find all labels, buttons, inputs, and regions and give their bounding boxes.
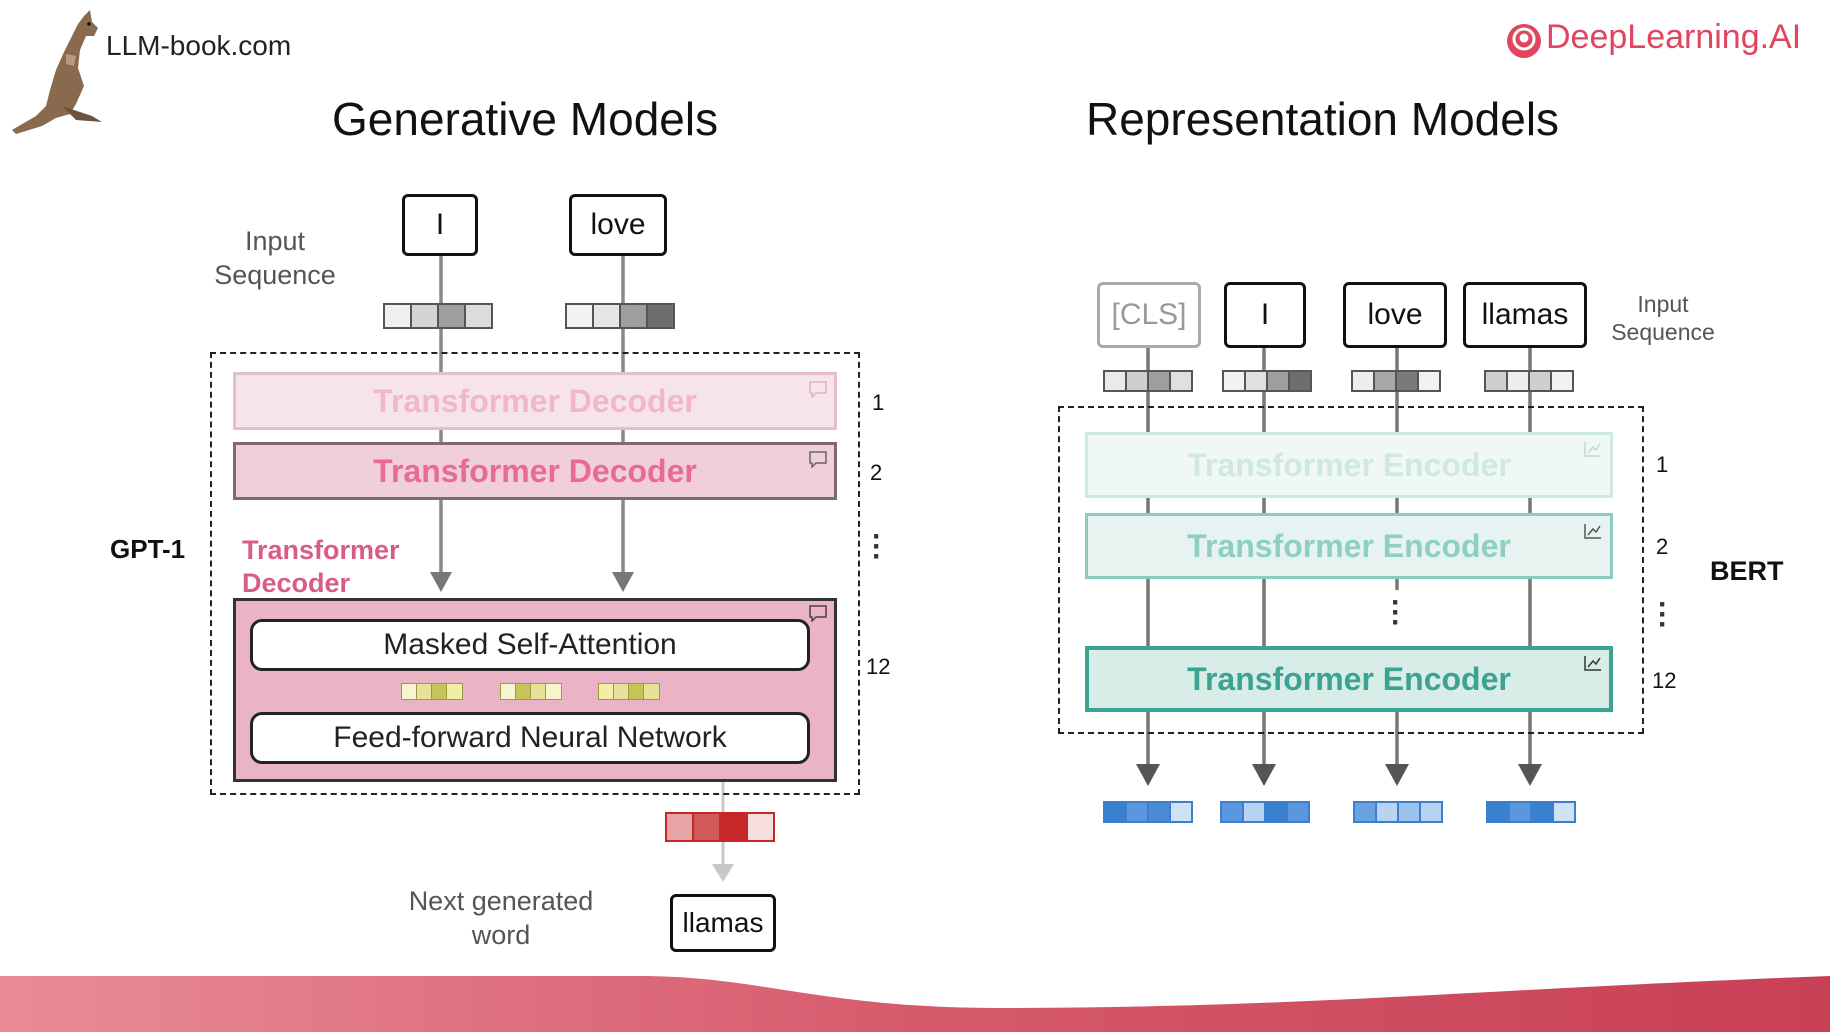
rep-encoder-layer-1: Transformer Encoder	[1085, 432, 1613, 498]
rep-embedding-i	[1222, 370, 1312, 392]
generative-heading: Generative Models	[332, 93, 719, 145]
deeplearning-logo-text: DeepLearning.AI	[1546, 18, 1802, 56]
gpt1-stack-frame	[210, 352, 860, 795]
footer-wave	[0, 976, 1830, 1032]
rep-token-i: I	[1224, 282, 1306, 348]
rep-output-love	[1353, 801, 1443, 823]
comment-icon	[809, 451, 827, 468]
bert-stack-frame	[1058, 406, 1644, 734]
site-name: LLM-book.com	[106, 30, 292, 61]
rep-layer-number-1: 1	[1656, 452, 1669, 477]
rep-output-cls	[1103, 801, 1193, 823]
gen-layer-ellipsis: ···	[872, 520, 882, 573]
attention-vector-1	[401, 683, 463, 700]
output-token-llamas: llamas	[670, 894, 776, 952]
gen-token-love: love	[569, 194, 667, 256]
attention-vector-2	[500, 683, 562, 700]
rep-embedding-llamas	[1484, 370, 1574, 392]
gen-token-i: I	[402, 194, 478, 256]
comment-icon	[809, 381, 827, 398]
rep-token-love: love	[1343, 282, 1447, 348]
masked-self-attention-block: Masked Self-Attention	[250, 619, 810, 671]
output-embedding	[665, 812, 775, 842]
representation-heading: Representation Models	[1086, 93, 1560, 145]
next-word-label: Next generated word	[408, 886, 594, 950]
kangaroo-icon	[12, 10, 102, 134]
rep-embedding-cls	[1103, 370, 1193, 392]
attention-vector-3	[598, 683, 660, 700]
rep-input-label: Input Sequence	[1611, 291, 1715, 345]
rep-token-cls: [CLS]	[1097, 282, 1201, 348]
feed-forward-block: Feed-forward Neural Network	[250, 712, 810, 764]
gpt1-label: GPT-1	[110, 534, 186, 564]
deeplearning-logo-icon	[1507, 24, 1541, 58]
gen-embedding-i	[383, 303, 493, 329]
gen-layer-number-2: 2	[870, 460, 883, 485]
chart-icon	[1584, 524, 1601, 539]
gen-layer-number-12: 12	[866, 654, 891, 679]
gen-decoder-layer-2: Transformer Decoder	[233, 442, 837, 500]
rep-encoder-layer-2: Transformer Encoder	[1085, 513, 1613, 579]
chart-icon	[1584, 656, 1601, 671]
decoder-block-caption: Transformer Decoder	[242, 535, 400, 598]
bert-label: BERT	[1710, 556, 1784, 586]
gen-layer-number-1: 1	[872, 390, 885, 415]
rep-middle-ellipsis: ···	[1391, 586, 1401, 639]
rep-encoder-layer-12: Transformer Encoder	[1085, 646, 1613, 712]
rep-embedding-love	[1351, 370, 1441, 392]
gen-input-label: Input Sequence	[214, 226, 336, 290]
rep-layer-ellipsis: ···	[1658, 588, 1668, 641]
rep-token-llamas: llamas	[1463, 282, 1587, 348]
chart-icon	[1584, 442, 1601, 457]
gen-decoder-layer-1: Transformer Decoder	[233, 372, 837, 430]
rep-output-i	[1220, 801, 1310, 823]
comment-icon	[809, 605, 827, 622]
rep-layer-number-12: 12	[1652, 668, 1677, 693]
rep-layer-number-2: 2	[1656, 534, 1669, 559]
rep-output-llamas	[1486, 801, 1576, 823]
gen-embedding-love	[565, 303, 675, 329]
